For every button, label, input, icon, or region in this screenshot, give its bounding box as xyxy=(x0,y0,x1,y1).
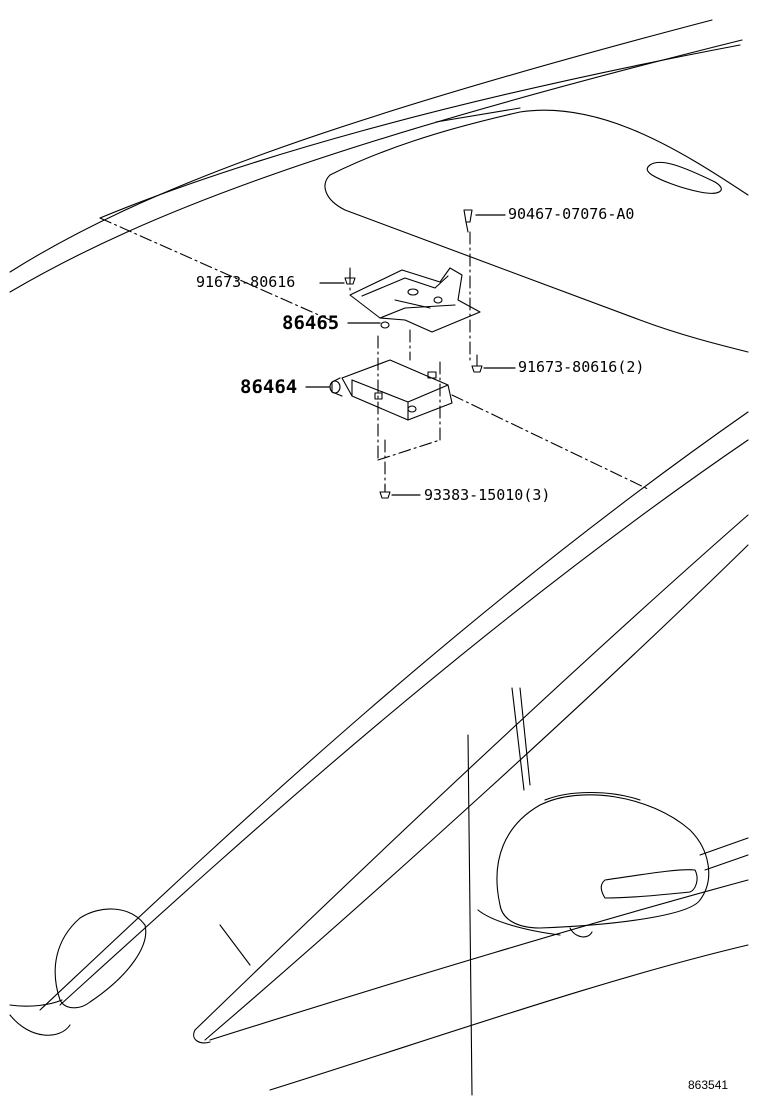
figure-id: 863541 xyxy=(688,1078,729,1092)
module-drawing xyxy=(329,359,453,421)
pillar-lines xyxy=(39,411,749,1096)
part-label-module: 86464 xyxy=(240,376,298,398)
window-opening xyxy=(324,107,749,353)
mirror-left xyxy=(9,908,147,1036)
callout-lines xyxy=(305,214,516,496)
fastener-bolt-right xyxy=(471,354,483,373)
mirror-right xyxy=(477,791,749,938)
part-label-bolt-right: 91673-80616(2) xyxy=(518,358,645,376)
part-label-screw-top: 90467-07076-A0 xyxy=(508,205,635,223)
part-label-bracket: 86465 xyxy=(282,312,340,334)
bracket-drawing xyxy=(349,267,481,333)
fastener-bolt-bottom xyxy=(379,484,391,499)
leader-lines xyxy=(99,217,651,491)
part-label-bolt-left: 91673-80616 xyxy=(196,273,296,291)
fastener-screw-top xyxy=(463,209,473,233)
part-label-bolt-bottom: 93383-15010(3) xyxy=(424,486,551,504)
fastener-bolt-left xyxy=(344,267,356,285)
roof-lines xyxy=(9,19,743,293)
